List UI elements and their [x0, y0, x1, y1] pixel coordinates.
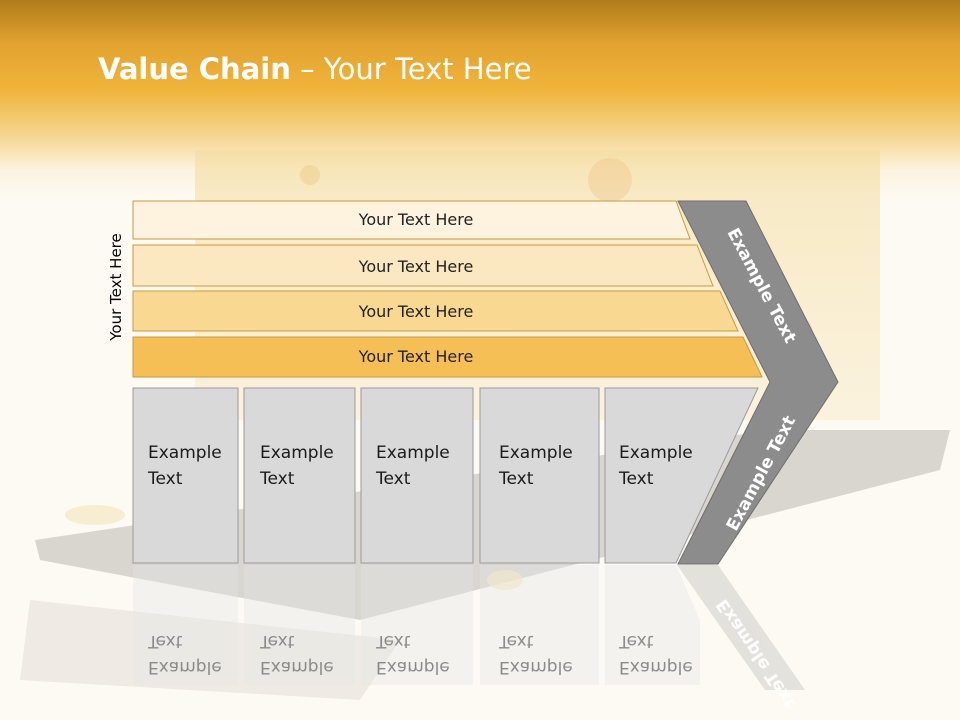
- bar-4-shape: [132, 336, 763, 378]
- box-5[interactable]: Example Text: [604, 387, 759, 564]
- bar-2-shape: [132, 244, 714, 287]
- bar-3[interactable]: Your Text Here: [132, 290, 739, 332]
- reflection-box-1-line1: Example: [148, 657, 222, 677]
- reflection-box-4-line1: Example: [499, 657, 573, 677]
- bar-2[interactable]: Your Text Here: [132, 244, 714, 287]
- box-4-shape: [479, 387, 600, 564]
- title-main: Value Chain: [98, 52, 291, 86]
- box-1-line1: Example: [148, 443, 222, 463]
- margin-chevron[interactable]: Example Text Example Text: [677, 200, 839, 565]
- box-2-shape: [243, 387, 356, 564]
- reflection-box-1-line2: Text: [147, 631, 183, 651]
- reflection-box-5-line2: Text: [618, 631, 654, 651]
- box-4-line2: Text: [498, 469, 534, 489]
- reflection-box-4-line2: Text: [498, 631, 534, 651]
- slide-title: Value Chain – Your Text Here: [98, 52, 532, 86]
- bar-1-label: Your Text Here: [358, 210, 474, 229]
- bar-4[interactable]: Your Text Here: [132, 336, 763, 378]
- bar-1[interactable]: Your Text Here: [132, 200, 691, 240]
- reflection-box-2-line2: Text: [259, 631, 295, 651]
- box-1[interactable]: Example Text: [132, 387, 239, 564]
- box-3-line2: Text: [375, 469, 411, 489]
- box-2-line2: Text: [259, 469, 295, 489]
- bar-1-shape: [132, 200, 691, 240]
- reflection-box-3-line1: Example: [376, 657, 450, 677]
- box-3-shape: [360, 387, 474, 564]
- title-rest: – Your Text Here: [290, 52, 532, 86]
- bar-2-label: Your Text Here: [358, 257, 474, 276]
- bar-3-shape: [132, 290, 739, 332]
- box-3-line1: Example: [376, 443, 450, 463]
- box-1-shape: [132, 387, 239, 564]
- box-5-line1: Example: [619, 443, 693, 463]
- reflection-chevron-label: Example Text: [713, 595, 801, 712]
- box-1-line2: Text: [147, 469, 183, 489]
- reflection: [133, 565, 805, 690]
- box-4[interactable]: Example Text: [479, 387, 600, 564]
- box-2-line1: Example: [260, 443, 334, 463]
- reflection-box-3-line2: Text: [375, 631, 411, 651]
- box-3[interactable]: Example Text: [360, 387, 474, 564]
- bar-3-label: Your Text Here: [358, 302, 474, 321]
- reflection-box-5-line1: Example: [619, 657, 693, 677]
- reflection-box-2-line1: Example: [260, 657, 334, 677]
- box-2[interactable]: Example Text: [243, 387, 356, 564]
- chevron-shape: [677, 200, 839, 565]
- box-4-line1: Example: [499, 443, 573, 463]
- box-5-shape: [604, 387, 759, 564]
- bar-4-label: Your Text Here: [358, 347, 474, 366]
- box-5-line2: Text: [618, 469, 654, 489]
